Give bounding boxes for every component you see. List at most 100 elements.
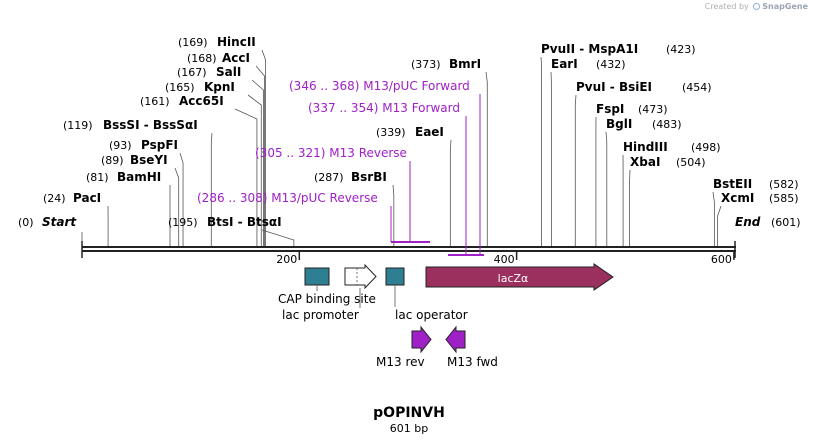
enzyme-position: (582) (769, 178, 799, 191)
start-label: (0)Start (18, 215, 77, 229)
enzyme-leader-line (255, 65, 265, 247)
enzyme-leader-line (174, 167, 180, 247)
enzyme-label[interactable]: HindIII (498) (623, 140, 721, 154)
enzyme-label[interactable]: (168)AccI (187, 51, 250, 65)
enzyme-label[interactable]: (24)PacI (43, 191, 101, 205)
primer-label: (286 .. 308) M13/pUC Reverse (197, 191, 378, 205)
enzyme-name: Acc65I (179, 94, 224, 108)
ruler-tick-label: 600 (711, 253, 732, 266)
feature-label: CAP binding site (278, 292, 376, 306)
enzyme-name: BglI (606, 117, 632, 131)
primer-range: (346 .. 368) (289, 79, 359, 93)
enzyme-name: BmrI (449, 57, 481, 71)
primer-name: M13 Reverse (329, 146, 407, 160)
enzyme-name: HindIII (623, 140, 668, 154)
enzyme-label[interactable]: (167)SalI (177, 65, 241, 79)
feature-lac-promoter[interactable]: lac promoter (282, 263, 377, 322)
primer-annotation[interactable]: (305 .. 321) M13 Reverse (255, 146, 430, 243)
enzyme-position: (483) (652, 118, 682, 131)
enzyme-label[interactable]: (287) BsrBI (314, 170, 387, 184)
feature-label: M13 rev (376, 355, 425, 369)
enzyme-name: AccI (222, 51, 250, 65)
feature-label: lac operator (395, 308, 468, 322)
primer-annotation[interactable]: (337 .. 354) M13 Forward (308, 101, 484, 256)
enzyme-label[interactable]: (81) BamHI (86, 170, 161, 184)
enzyme-label[interactable]: (119)BssSI - BssSαI (63, 118, 198, 132)
ruler-tick-label: 200 (276, 253, 297, 266)
backbone (82, 246, 736, 252)
m13-fwd-arrow (445, 325, 466, 354)
feature-label: M13 fwd (447, 355, 498, 369)
primer-range: (286 .. 308) (197, 191, 267, 205)
enzyme-position: (585) (769, 192, 799, 205)
enzyme-name: BssSI - BssSαI (103, 118, 198, 132)
enzyme-name: XbaI (630, 155, 660, 169)
enzyme-label[interactable]: PvuII - MspA1I(423) (541, 42, 696, 56)
feature-m13-fwd[interactable]: M13 fwd (445, 325, 498, 369)
enzyme-label[interactable]: EarI(432) (551, 57, 626, 71)
feature-lac-operator[interactable]: lac operator (385, 267, 468, 322)
enzyme-leader-line (247, 94, 262, 247)
enzyme-label[interactable]: (89) BseYI (101, 153, 168, 167)
enzyme-position: (165) (165, 81, 195, 94)
enzyme-label[interactable]: (169)HincII (178, 35, 256, 49)
enzyme-labels: (24)PacI (81) BamHI (89) BseYI(93)PspFI (119)… (18, 35, 801, 229)
primer-name: M13 Forward (382, 101, 460, 115)
enzyme-label[interactable]: BglI (483) (606, 117, 682, 131)
primer-range: (305 .. 321) (255, 146, 325, 160)
end-position: (601) (771, 216, 801, 229)
enzyme-name: SalI (216, 65, 241, 79)
end-label: End(601) (735, 215, 801, 229)
feature-label: lac promoter (282, 308, 359, 322)
primer-annotation[interactable]: (346 .. 368) M13/pUC Forward (289, 79, 484, 256)
enzyme-leader-line (210, 132, 213, 247)
primer-annotations: (286 .. 308) M13/pUC Reverse(305 .. 321)… (197, 79, 484, 256)
enzyme-leader-line (712, 191, 715, 247)
enzyme-label[interactable]: (195)BtsI - BtsαI (168, 215, 282, 229)
feature-m13-rev[interactable]: M13 rev (376, 325, 432, 369)
enzyme-label[interactable]: PvuI - BsiEI(454) (576, 80, 712, 94)
enzyme-label[interactable]: (93)PspFI (109, 138, 178, 152)
operator-box (385, 267, 405, 286)
enzyme-name: EaeI (415, 125, 444, 139)
enzyme-leader-line (449, 139, 452, 247)
enzyme-label[interactable]: XbaI(504) (630, 155, 706, 169)
enzyme-position: (373) (411, 58, 441, 71)
enzyme-position: (498) (691, 141, 721, 154)
enzyme-name: BstEII (713, 177, 752, 191)
enzyme-label[interactable]: XcmI (585) (721, 191, 799, 205)
enzyme-position: (89) (101, 154, 124, 167)
enzyme-position: (24) (43, 192, 66, 205)
enzyme-position: (287) (314, 171, 344, 184)
enzyme-label[interactable]: (165)KpnI (165, 80, 235, 94)
enzyme-position: (81) (86, 171, 109, 184)
feature-track: CAP binding site lac promoter lac operator… (278, 263, 614, 369)
feature-lacz-alpha[interactable]: lacZα (425, 263, 614, 291)
enzyme-position: (454) (682, 81, 712, 94)
enzyme-name: XcmI (721, 191, 754, 205)
enzyme-label[interactable]: (339)EaeI (376, 125, 444, 139)
primer-name: M13/pUC Forward (363, 79, 470, 93)
primer-name: M13/pUC Reverse (271, 191, 378, 205)
enzyme-leader-line (234, 108, 258, 247)
enzyme-position: (423) (666, 43, 696, 56)
enzyme-leader-line (485, 71, 488, 247)
enzyme-label[interactable]: (161)Acc65I (140, 94, 224, 108)
start-position: (0) (18, 216, 34, 229)
enzyme-leader-line (392, 184, 395, 247)
enzyme-label[interactable]: (373) BmrI (411, 57, 481, 71)
credit-brand: SnapGene (762, 2, 808, 11)
enzyme-leader-line (261, 229, 295, 247)
enzyme-name: PspFI (141, 138, 178, 152)
enzyme-name: BseYI (130, 153, 168, 167)
enzyme-position: (432) (596, 58, 626, 71)
plasmid-length: 601 bp (390, 422, 428, 435)
feature-cap-binding-site[interactable]: CAP binding site (278, 267, 376, 306)
enzyme-label[interactable]: FspI(473) (596, 102, 668, 116)
enzyme-name: BsrBI (351, 170, 387, 184)
enzyme-name: BamHI (117, 170, 161, 184)
enzyme-label[interactable]: BstEII (582) (713, 177, 799, 191)
lacz-arrow (425, 263, 614, 291)
